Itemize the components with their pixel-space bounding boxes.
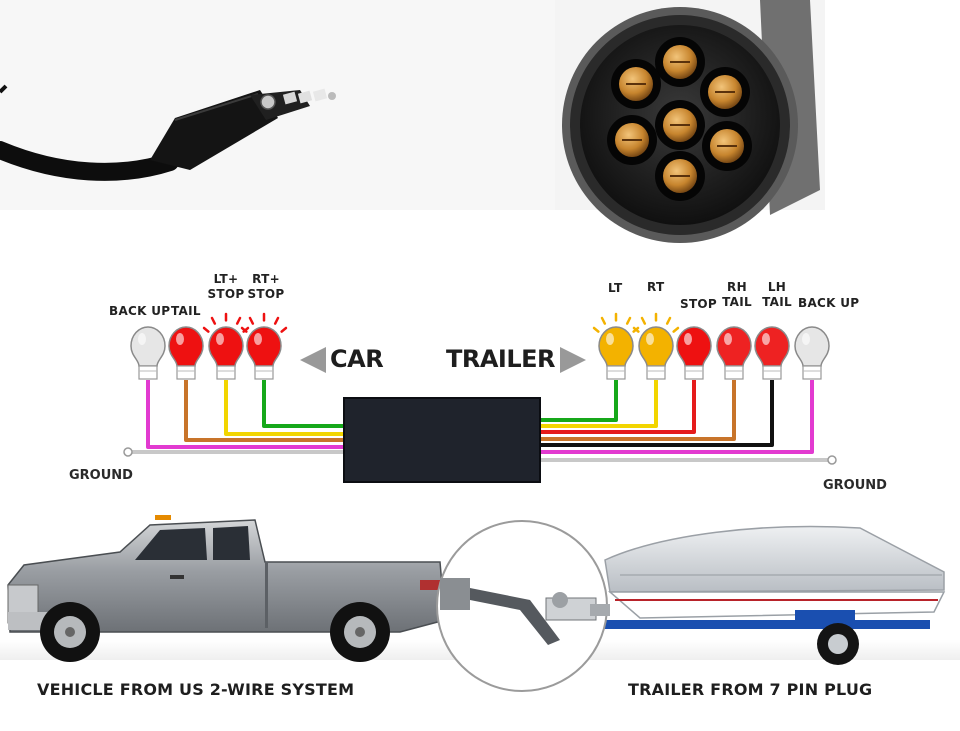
trailer-lamp-6 <box>794 326 830 380</box>
car-lamp-3 <box>202 312 250 380</box>
car-tail-label: TAIL <box>171 304 201 318</box>
car-rt-stop-label: RT+ STOP <box>246 272 286 302</box>
trailer-stop-wire <box>540 380 696 434</box>
trailer-rh-tail-wire <box>540 380 736 441</box>
car-lamp-2 <box>168 326 204 380</box>
car-arrow-label: CAR <box>330 345 384 373</box>
lamps <box>130 312 830 380</box>
car-lt-stop-wire <box>224 380 344 436</box>
trailer-lamp-2 <box>632 312 680 380</box>
car-rt-stop-label-line2: STOP <box>247 287 285 301</box>
trailer-rh-tail-label: RH TAIL <box>717 280 757 310</box>
trailer-rh-tail-line2: TAIL <box>722 295 752 309</box>
car-lt-stop-label-line2: STOP <box>207 287 245 301</box>
wires <box>123 380 837 465</box>
car-ground-label: GROUND <box>69 468 133 483</box>
trailer-lt-wire <box>540 380 618 422</box>
trailer-lt-label: LT <box>608 281 623 295</box>
trailer-lh-tail-label: LH TAIL <box>757 280 797 310</box>
car-lamp-4 <box>240 312 288 380</box>
trailer-backup-wire <box>540 380 814 454</box>
pickup-truck <box>7 515 446 662</box>
vehicle-caption: VEHICLE FROM US 2-WIRE SYSTEM <box>37 680 355 699</box>
trailer-lamp-1 <box>592 312 640 380</box>
trailer-lh-label: LH <box>767 280 787 294</box>
trailer-rt-label: RT <box>647 280 665 294</box>
trailer-ground-terminal <box>827 455 837 465</box>
hitch-closeup <box>436 520 610 692</box>
trailer-lamp-5 <box>754 326 790 380</box>
trailer-lamp-4 <box>716 326 752 380</box>
car-rt-label: RT+ <box>252 272 280 286</box>
boat-trailer <box>600 525 946 665</box>
car-arrow-icon <box>300 347 326 373</box>
flat-4-pin-connector <box>0 84 336 181</box>
car-lt-label: LT+ <box>213 272 239 286</box>
trailer-rh-label: RH <box>727 280 747 294</box>
car-backup-wire <box>146 380 344 449</box>
trailer-arrow-icon <box>560 347 586 373</box>
car-ground-terminal <box>123 447 133 457</box>
trailer-stop-label: STOP <box>680 297 718 311</box>
car-tail-wire <box>184 380 344 442</box>
car-lamp-1 <box>130 326 166 380</box>
trailer-backup-label: BACK UP <box>798 296 860 310</box>
trailer-caption: TRAILER FROM 7 PIN PLUG <box>628 680 873 699</box>
trailer-arrow-label: TRAILER <box>446 345 556 373</box>
trailer-ground-label: GROUND <box>823 478 887 493</box>
seven-pin-socket <box>562 0 820 243</box>
car-lt-stop-label: LT+ STOP <box>206 272 246 302</box>
trailer-lh-tail-wire <box>540 380 774 447</box>
converter-box <box>343 397 541 483</box>
car-rt-stop-wire <box>262 380 344 428</box>
car-backup-label: BACK UP <box>109 304 171 318</box>
trailer-rt-wire <box>540 380 658 428</box>
trailer-lh-tail-line2: TAIL <box>762 295 792 309</box>
trailer-lamp-3 <box>676 326 712 380</box>
